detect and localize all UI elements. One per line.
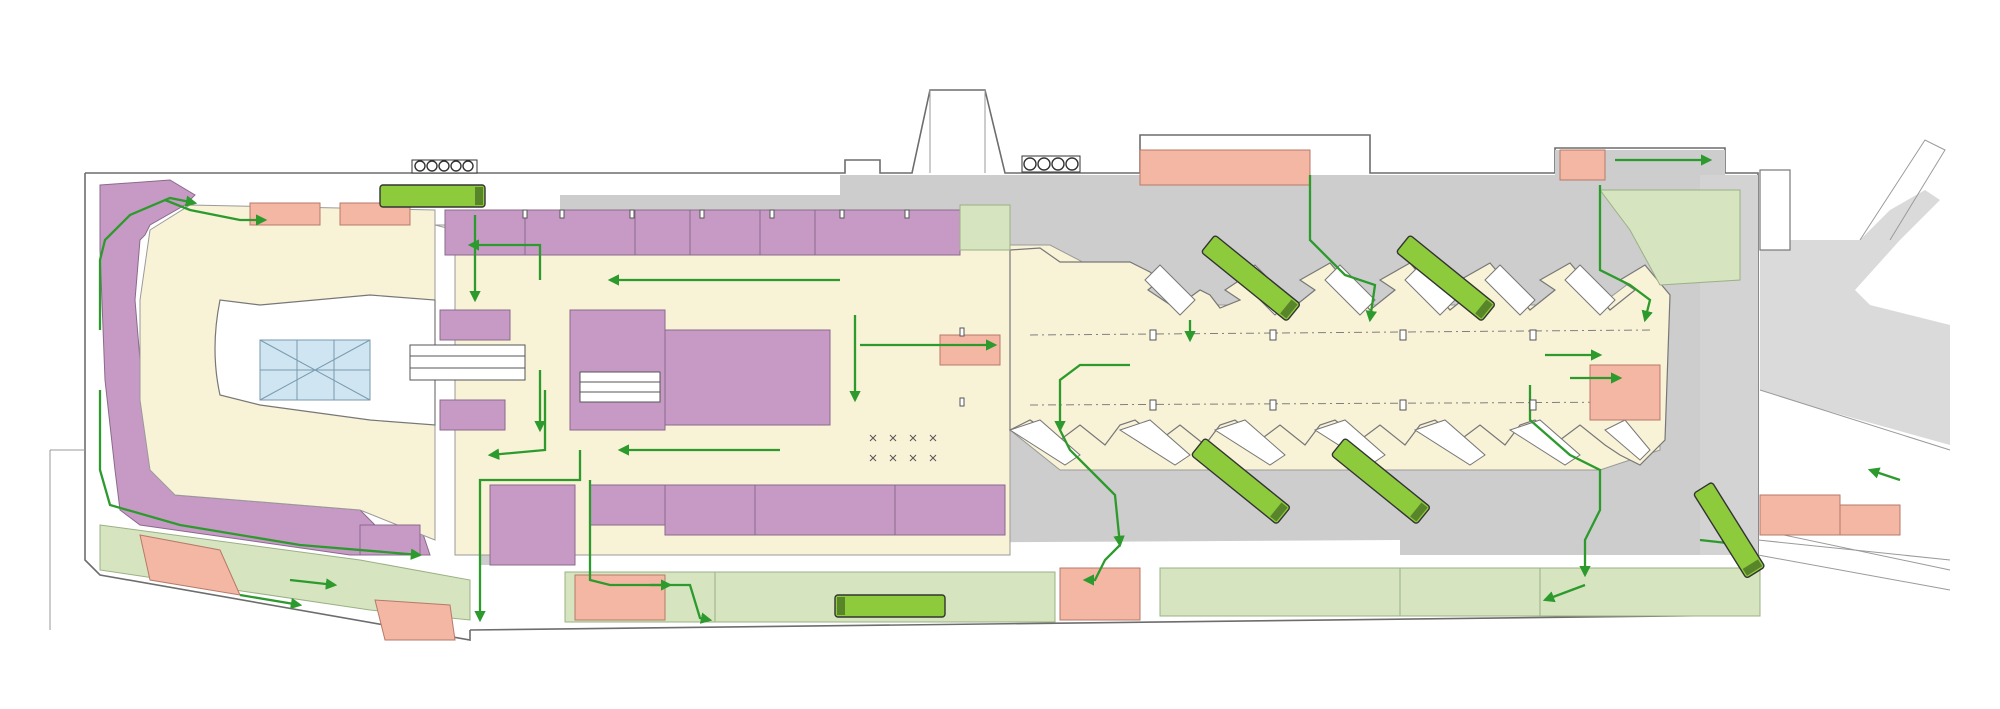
buses — [379, 184, 1765, 618]
route-arrow-icon — [164, 198, 268, 226]
route-arrow-icon — [1542, 583, 1586, 603]
route-arrow-icon — [1308, 175, 1377, 323]
route-arrow-icon — [289, 578, 338, 590]
route-arrow-icon — [467, 239, 542, 280]
retail-units — [359, 209, 1006, 566]
route-arrow-icon — [1058, 429, 1125, 548]
ventilation-fan-icon — [1051, 157, 1065, 171]
route-arrow-icon — [474, 450, 582, 623]
west-landscape — [99, 524, 471, 641]
route-arrow-icon — [650, 583, 713, 624]
route-arrow-icon — [1082, 544, 1121, 586]
route-arrow-icon — [239, 593, 303, 610]
column-markers — [522, 209, 1537, 411]
route-arrow-icon — [487, 390, 547, 460]
route-arrow-icon — [1867, 467, 1901, 482]
bus-icon — [1331, 438, 1430, 524]
seating-markers — [869, 434, 937, 462]
access-ramp — [1759, 139, 1951, 571]
ventilation-fan-icon — [450, 160, 462, 172]
ventilation-fan-icon — [414, 160, 426, 172]
ventilation-fans-east — [1021, 155, 1081, 173]
ventilation-fan-icon — [426, 160, 438, 172]
route-arrow-icon — [98, 195, 198, 330]
sawtooth-platform — [1009, 247, 1671, 466]
route-arrow-icon — [1054, 363, 1130, 433]
bus-icon — [379, 184, 486, 208]
ventilation-fan-icon — [1065, 157, 1079, 171]
escalator-icon — [409, 344, 661, 403]
west-wing — [99, 179, 436, 556]
bus-icon — [1396, 235, 1495, 321]
ventilation-fan-icon — [438, 160, 450, 172]
bus-icon — [1693, 482, 1765, 579]
bus-icon — [1191, 438, 1290, 524]
route-arrow-icon — [1528, 385, 1602, 578]
bus-icon — [834, 594, 946, 618]
bus-icon — [1201, 235, 1300, 321]
route-arrow-icon — [588, 480, 673, 591]
route-arrows — [98, 154, 1901, 624]
route-arrow-icon — [1598, 185, 1653, 323]
ventilation-fan-icon — [1023, 157, 1037, 171]
ventilation-fans-west — [411, 159, 478, 174]
route-arrow-icon — [98, 390, 423, 560]
stair-lift-cores — [249, 149, 1901, 621]
ventilation-fan-icon — [462, 160, 474, 172]
ventilation-fan-icon — [1037, 157, 1051, 171]
